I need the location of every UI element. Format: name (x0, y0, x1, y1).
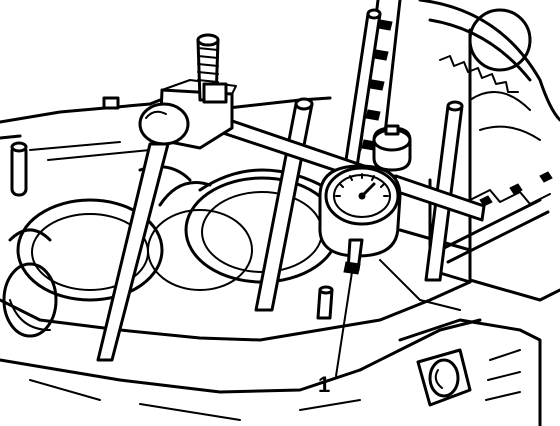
dial-gauge (318, 124, 412, 275)
engine-block (0, 28, 560, 426)
callout-1-label: 1 (318, 372, 330, 397)
callout-1-leader (335, 271, 353, 377)
timing-gear (418, 0, 560, 141)
callout-1: 1 (318, 271, 353, 397)
